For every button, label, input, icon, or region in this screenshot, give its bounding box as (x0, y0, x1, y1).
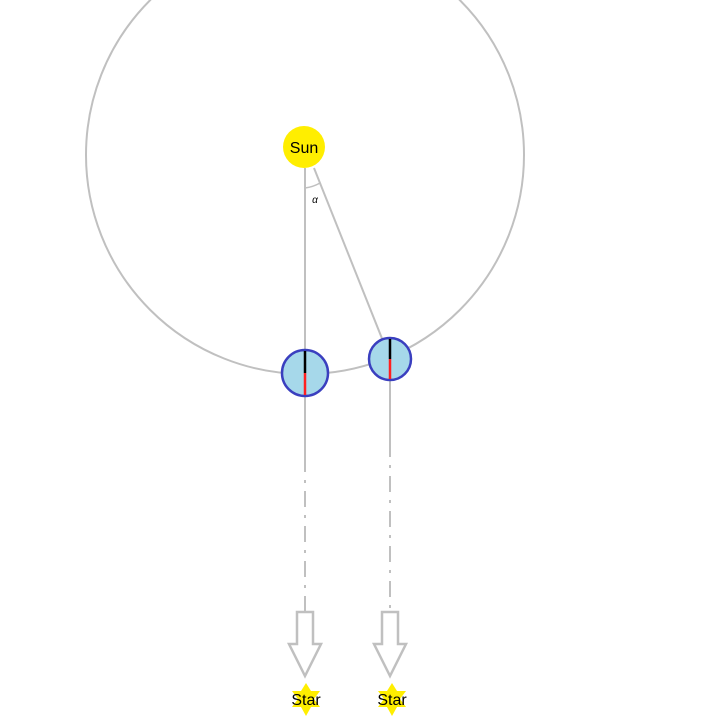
planet-2 (367, 336, 413, 382)
angle-alpha-label: α (312, 195, 318, 206)
star-1-label: Star (291, 692, 321, 709)
star-1: Star (291, 683, 321, 716)
sun-label: Sun (290, 140, 318, 157)
star-2: Star (377, 683, 407, 716)
down-arrow-icon-2 (371, 610, 409, 679)
star-icon (292, 683, 320, 716)
down-arrow-icon-1 (286, 610, 324, 679)
sun: Sun (283, 126, 325, 168)
angle-alpha-arc (304, 182, 321, 189)
star-2-label: Star (377, 692, 407, 709)
planet-1 (280, 348, 330, 398)
star-icon (378, 683, 406, 716)
sun-to-planet-2-line (313, 167, 384, 342)
sun-circle-icon (283, 126, 325, 168)
